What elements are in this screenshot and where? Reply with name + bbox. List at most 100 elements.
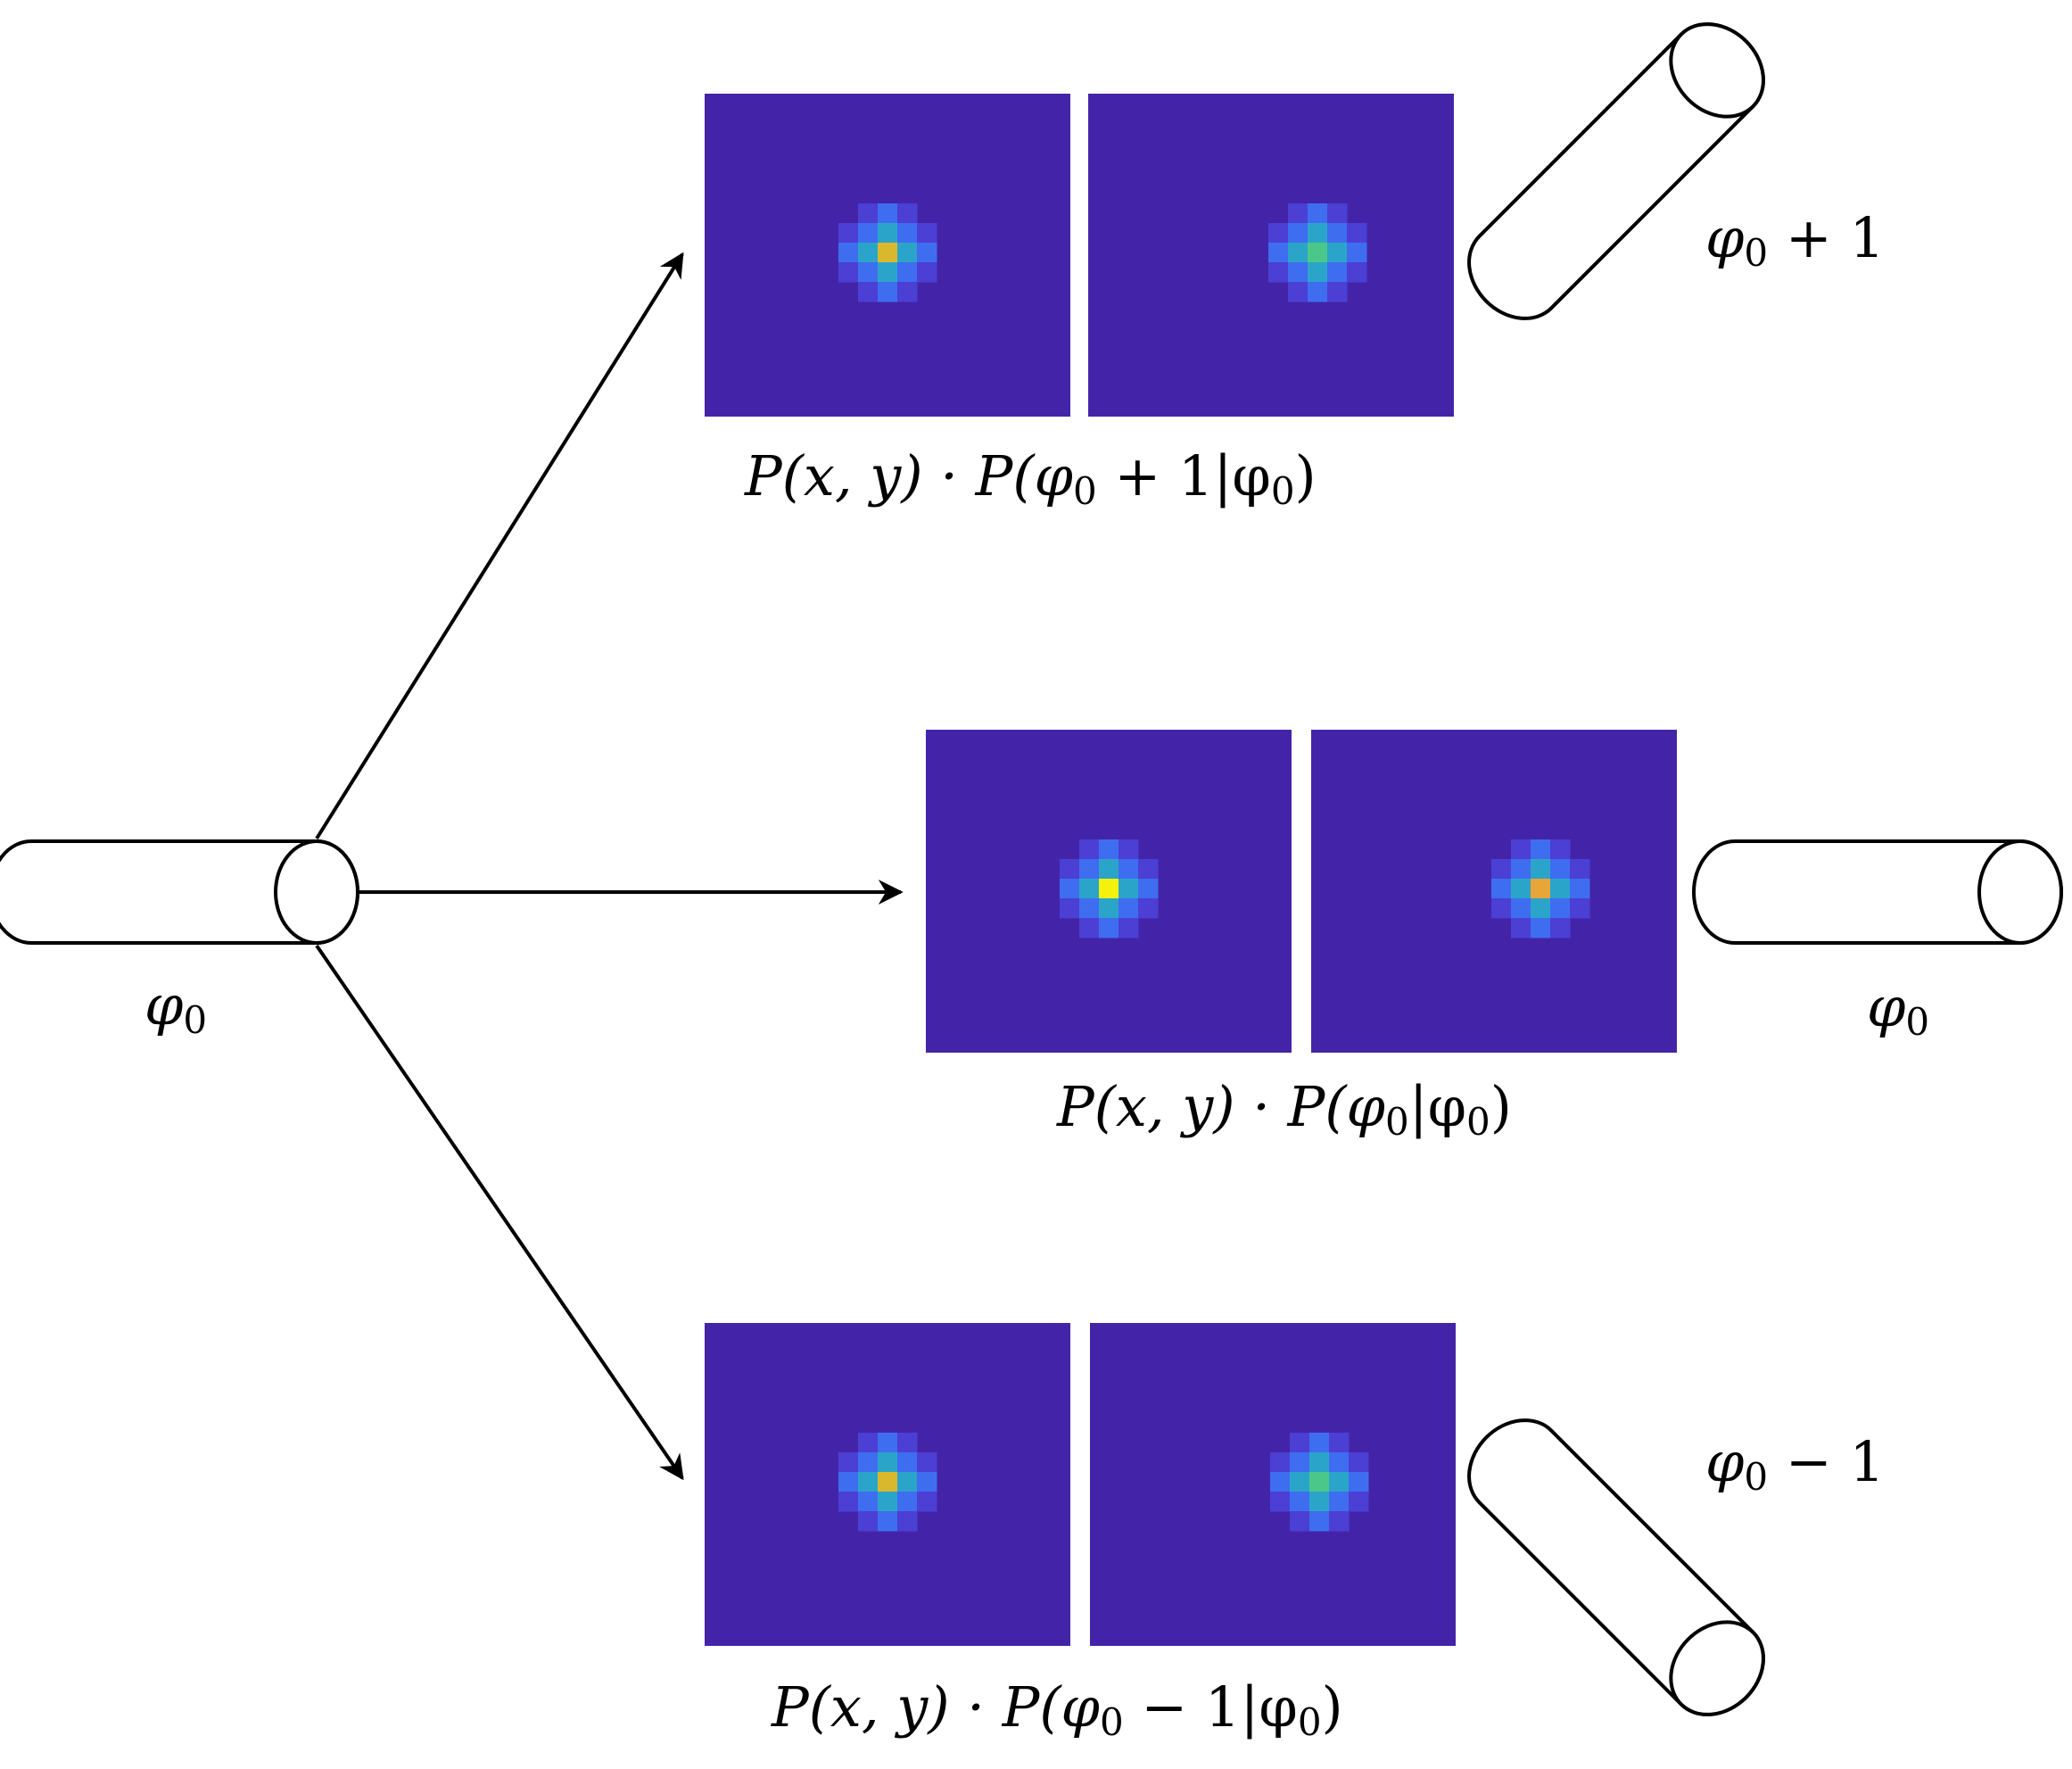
heatmap-cell: [897, 223, 918, 244]
heatmap-cell: [1270, 1452, 1291, 1473]
heatmap-cell: [1327, 223, 1348, 244]
heatmap-cell: [1349, 1492, 1369, 1512]
heatmap-cell: [897, 282, 918, 302]
rod-end-cap: [1977, 839, 2063, 945]
heatmap-cell: [1327, 262, 1348, 283]
source-label: φ0: [144, 972, 207, 1042]
target-label-plus: φ0 + 1: [1705, 205, 1885, 275]
heatmap-cell: [1309, 1452, 1330, 1473]
heatmap-cell: [897, 1433, 918, 1453]
heatmap-cell: [1308, 223, 1328, 244]
heatmap-cell: [878, 262, 898, 283]
heatmap-cell: [1511, 918, 1531, 938]
product-label-same: P(x, y) · P(φ0|φ0): [1056, 1074, 1512, 1144]
heatmap-cell: [917, 1472, 937, 1492]
heatmap-cell: [1308, 262, 1328, 283]
heatmap-cell: [1138, 879, 1159, 899]
rod-end-cap: [274, 839, 359, 945]
heatmap-cell: [1099, 839, 1119, 860]
heatmap-cell: [1138, 898, 1159, 919]
heatmap-cell: [878, 1492, 898, 1512]
heatmap-cell: [1138, 859, 1159, 880]
heatmap-cell: [858, 1492, 879, 1512]
heatmap-cell: [1079, 898, 1100, 919]
heatmap-cell: [1309, 1511, 1330, 1532]
heatmap-cell: [897, 262, 918, 283]
heatmap-cell: [917, 223, 937, 244]
heatmap-cell: [1347, 223, 1367, 244]
heatmap-cell: [1531, 879, 1551, 899]
heatmap-cell: [858, 1472, 879, 1492]
heatmap-cell: [1531, 839, 1551, 860]
heatmap-cell: [1079, 859, 1100, 880]
heatmap-cell: [1119, 839, 1139, 860]
heatmap-cell: [838, 1472, 859, 1492]
heatmap-cell: [1511, 839, 1531, 860]
heatmap-cell: [1531, 898, 1551, 919]
heatmap-blob: [838, 1433, 937, 1532]
heatmap-cell: [1288, 262, 1308, 283]
heatmap-cell: [1347, 262, 1367, 283]
product-label-minus: P(x, y) · P(φ0 − 1|φ0): [771, 1674, 1343, 1744]
heatmap-cell: [1531, 918, 1551, 938]
heatmap-cell: [1119, 879, 1139, 899]
heatmap-cell: [1491, 879, 1512, 899]
heatmap-cell: [878, 1472, 898, 1492]
heatmap-cell: [858, 223, 879, 244]
heatmap-cell: [1270, 1492, 1291, 1512]
heatmap-cell: [1119, 898, 1139, 919]
heatmap-cell: [1268, 262, 1289, 283]
heatmap-cell: [1119, 859, 1139, 880]
heatmap-cell: [897, 1511, 918, 1532]
rod-end-cap: [1669, 22, 1765, 119]
heatmap-cell: [1288, 282, 1308, 302]
heatmap-pair-minus: [705, 1323, 1456, 1646]
heatmap-cell: [838, 243, 859, 263]
heatmap-cell: [1288, 223, 1308, 244]
heatmap-cell: [838, 223, 859, 244]
heatmap-cell: [1308, 282, 1328, 302]
heatmap-cell: [1550, 879, 1571, 899]
heatmap-cell: [1119, 918, 1139, 938]
heatmap-cell: [1550, 859, 1571, 880]
target-rod-same: [1692, 839, 2063, 945]
heatmap-cell: [897, 203, 918, 224]
heatmap-cell: [858, 282, 879, 302]
heatmap-cell: [878, 1452, 898, 1473]
heatmap-cell: [1327, 203, 1348, 224]
heatmap-cell: [1327, 243, 1348, 263]
heatmap-cell: [1347, 243, 1367, 263]
heatmap-cell: [1570, 898, 1590, 919]
heatmap-cell: [858, 1433, 879, 1453]
heatmap-cell: [1329, 1452, 1350, 1473]
heatmap-cell: [897, 1452, 918, 1473]
heatmap-blob: [1270, 1433, 1369, 1532]
heatmap-cell: [1079, 879, 1100, 899]
heatmap-cell: [878, 1433, 898, 1453]
heatmap-cell: [1309, 1472, 1330, 1492]
heatmap-cell: [1099, 918, 1119, 938]
heatmap-cell: [878, 223, 898, 244]
heatmap-cell: [1570, 879, 1590, 899]
heatmap-cell: [838, 1492, 859, 1512]
heatmap-cell: [1308, 243, 1328, 263]
heatmap-cell: [1531, 859, 1551, 880]
heatmap-cell: [1511, 898, 1531, 919]
heatmap-cell: [838, 1452, 859, 1473]
heatmap-cell: [878, 203, 898, 224]
heatmap-cell: [917, 262, 937, 283]
heatmap-cell: [1550, 918, 1571, 938]
heatmap-cell: [1290, 1492, 1310, 1512]
heatmap-cell: [917, 1452, 937, 1473]
heatmap-cell: [1511, 879, 1531, 899]
heatmap-cell: [1308, 203, 1328, 224]
heatmap-cell: [1288, 243, 1308, 263]
heatmap-cell: [858, 262, 879, 283]
heatmap-cell: [838, 262, 859, 283]
heatmap-cell: [1349, 1472, 1369, 1492]
heatmap-cell: [1099, 859, 1119, 880]
heatmap-cell: [1079, 918, 1100, 938]
heatmap-cell: [858, 243, 879, 263]
heatmap-blob: [1268, 203, 1367, 302]
